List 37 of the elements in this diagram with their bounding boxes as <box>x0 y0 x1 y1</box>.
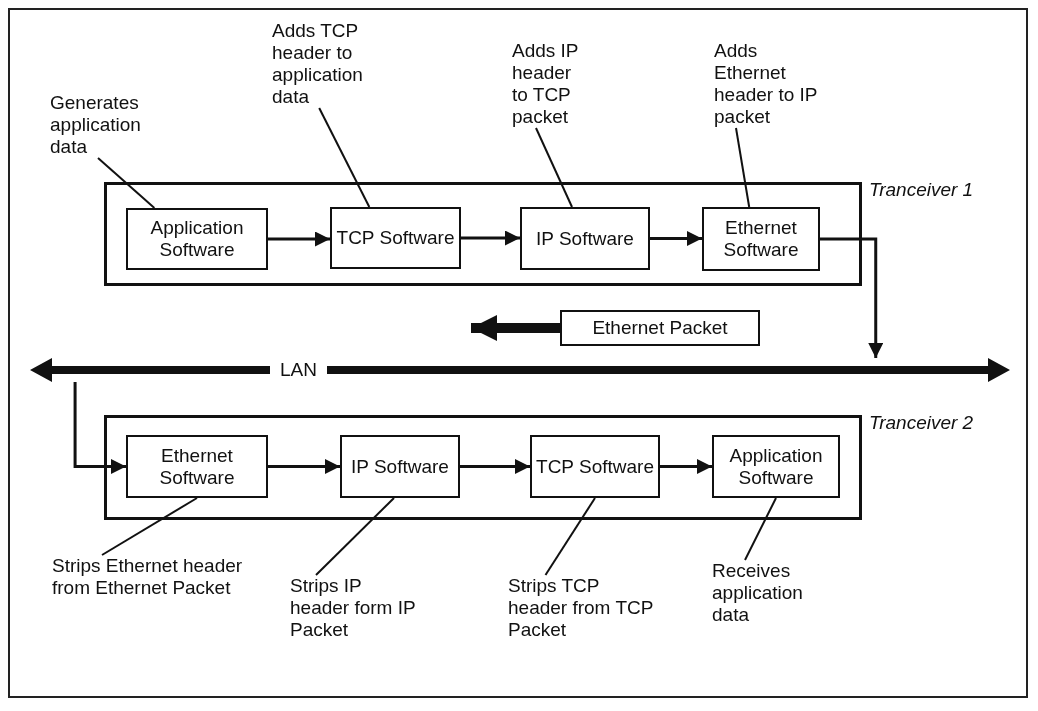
arrow <box>471 315 560 341</box>
process-box: TCP Software <box>530 435 660 498</box>
leader-line <box>101 497 198 556</box>
lan-bus <box>30 358 1010 382</box>
arrow <box>461 230 520 246</box>
arrow <box>660 459 712 474</box>
arrow <box>460 459 530 474</box>
process-box: Application Software <box>126 208 268 270</box>
process-box: Ethernet Packet <box>560 310 760 346</box>
leader-line <box>735 127 751 208</box>
transceiver-title: Tranceiver 1 <box>869 179 974 201</box>
process-box: IP Software <box>340 435 460 498</box>
arrow <box>650 231 702 246</box>
process-box: Application Software <box>712 435 840 498</box>
annotation-text: Adds TCP header to application data <box>272 20 390 108</box>
transceiver-title: Tranceiver 2 <box>869 412 974 434</box>
leader-line <box>535 127 573 208</box>
arrow <box>820 237 884 358</box>
process-box: TCP Software <box>330 207 461 269</box>
annotation-text: Receives application data <box>712 560 822 626</box>
annotation-text: Adds IP header to TCP packet <box>512 40 592 128</box>
leader-line <box>315 497 395 576</box>
annotation-text: Strips Ethernet header from Ethernet Packet <box>52 555 252 599</box>
leader-line <box>97 157 156 209</box>
process-box: Ethernet Software <box>126 435 268 498</box>
annotation-text: Generates application data <box>50 92 170 158</box>
process-box: IP Software <box>520 207 650 270</box>
leader-line <box>744 497 777 561</box>
arrow <box>73 382 126 474</box>
process-box: Ethernet Software <box>702 207 820 271</box>
arrow <box>268 459 340 474</box>
leader-line <box>544 497 596 576</box>
arrow <box>268 231 330 247</box>
annotation-text: Strips TCP header from TCP Packet <box>508 575 658 641</box>
annotation-text: Adds Ethernet header to IP packet <box>714 40 824 128</box>
annotation-text: Strips IP header form IP Packet <box>290 575 420 641</box>
leader-line <box>318 107 371 208</box>
